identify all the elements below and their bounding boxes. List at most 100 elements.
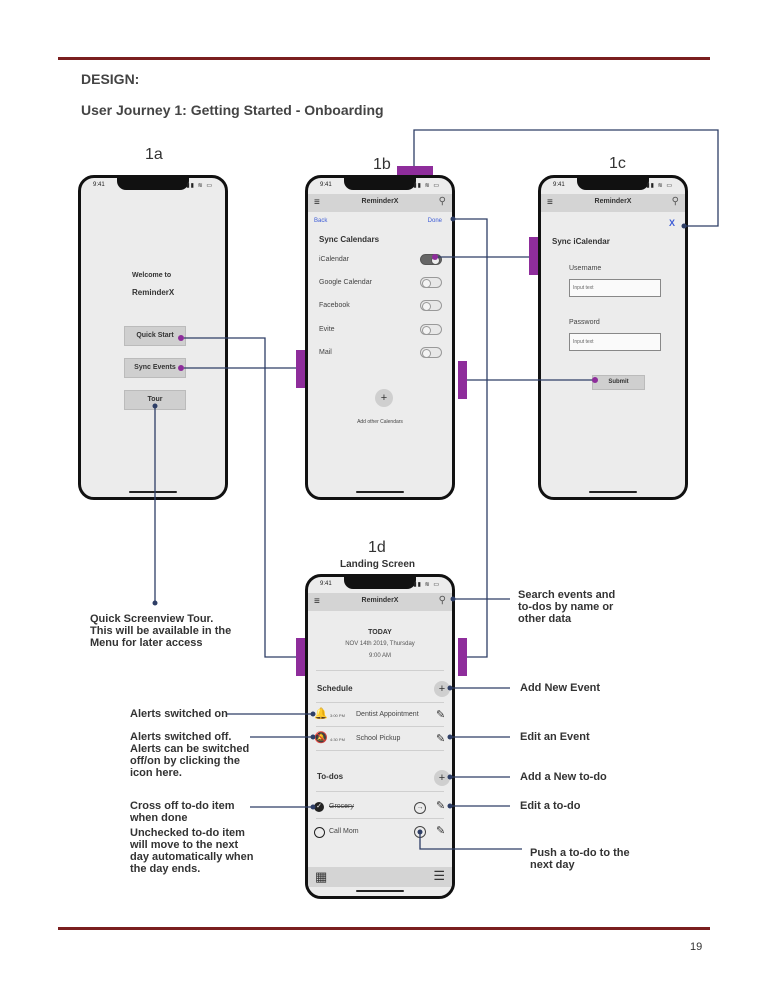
landing-screen-subtitle: Landing Screen bbox=[340, 559, 416, 570]
phone-1c: 9:41 ▮▮ ≋ ▭ ≡ ReminderX ⚲ X Sync iCalend… bbox=[538, 175, 688, 500]
page-number: 19 bbox=[690, 941, 703, 953]
flow-marker-1d-left bbox=[296, 638, 305, 676]
event-time: 4:30 PM bbox=[330, 737, 345, 742]
hamburger-menu-icon[interactable]: ≡ bbox=[314, 197, 320, 208]
divider bbox=[316, 702, 444, 703]
app-bar: ≡ ReminderX ⚲ bbox=[541, 194, 685, 212]
top-rule bbox=[58, 57, 710, 60]
add-todo-plus-icon[interactable]: + bbox=[434, 770, 450, 786]
welcome-text: Welcome to bbox=[132, 272, 172, 279]
app-title: ReminderX bbox=[594, 198, 632, 205]
flow-marker-1b-right bbox=[458, 361, 467, 399]
check-circle-icon[interactable]: ✓ bbox=[314, 802, 324, 812]
status-icons: ▮▮ ≋ ▭ bbox=[646, 183, 673, 189]
todo-title: Grocery bbox=[329, 803, 354, 810]
today-time: 9:00 AM bbox=[368, 653, 391, 659]
sync-calendars-heading: Sync Calendars bbox=[319, 235, 380, 244]
google-calendar-toggle[interactable] bbox=[420, 277, 442, 288]
screen-label-1d: 1d bbox=[368, 539, 386, 556]
todos-heading: To-dos bbox=[317, 772, 344, 781]
flow-marker-1b-top bbox=[397, 166, 433, 175]
flow-marker-1c-left bbox=[529, 237, 538, 275]
annotation-push-todo: Push a to-do to the next day bbox=[530, 847, 630, 871]
calendar-label-icalendar: iCalendar bbox=[319, 256, 349, 263]
screen-label-1c: 1c bbox=[609, 155, 626, 172]
app-title: ReminderX bbox=[361, 597, 399, 604]
username-label: Username bbox=[569, 265, 602, 272]
username-field[interactable]: Input text bbox=[569, 279, 661, 297]
empty-circle-icon[interactable] bbox=[314, 827, 325, 838]
status-time: 9:41 bbox=[320, 182, 332, 188]
arrow-right-circle-icon[interactable]: → bbox=[414, 802, 426, 814]
annotation-edit-todo: Edit a to-do bbox=[520, 800, 581, 812]
password-field[interactable]: Input text bbox=[569, 333, 661, 351]
notch bbox=[344, 577, 416, 589]
sync-events-button[interactable]: Sync Events bbox=[124, 358, 186, 378]
divider bbox=[316, 726, 444, 727]
calendar-label-evite: Evite bbox=[319, 326, 335, 333]
list-icon[interactable]: ☰ bbox=[433, 868, 445, 883]
pencil-icon[interactable]: ✎ bbox=[436, 800, 446, 812]
calendar-grid-icon[interactable]: ▦ bbox=[315, 869, 328, 884]
add-event-plus-icon[interactable]: + bbox=[434, 681, 450, 697]
quick-start-button[interactable]: Quick Start bbox=[124, 326, 186, 346]
calendar-label-mail: Mail bbox=[319, 349, 332, 356]
close-icon[interactable]: X bbox=[668, 218, 675, 228]
sync-icalendar-heading: Sync iCalendar bbox=[552, 237, 610, 246]
home-indicator bbox=[356, 890, 404, 892]
submit-button[interactable]: Submit bbox=[592, 375, 645, 390]
search-icon[interactable]: ⚲ bbox=[438, 595, 446, 606]
app-title: ReminderX bbox=[361, 198, 399, 205]
annotation-edit-event: Edit an Event bbox=[520, 731, 590, 743]
home-indicator bbox=[129, 491, 177, 493]
annotation-search: Search events and to-dos by name or othe… bbox=[518, 589, 616, 625]
pencil-icon[interactable]: ✎ bbox=[436, 733, 446, 745]
calendar-label-google: Google Calendar bbox=[319, 279, 372, 286]
annotation-cross-off: Cross off to-do item when done bbox=[130, 800, 235, 824]
done-link[interactable]: Done bbox=[427, 218, 442, 224]
password-label: Password bbox=[569, 319, 600, 326]
screen-label-1b: 1b bbox=[373, 156, 391, 173]
event-title: Dentist Appointment bbox=[356, 711, 419, 718]
hamburger-menu-icon[interactable]: ≡ bbox=[314, 596, 320, 607]
status-time: 9:41 bbox=[93, 182, 105, 188]
back-link[interactable]: Back bbox=[314, 218, 328, 224]
flow-marker-1b-left bbox=[296, 350, 305, 388]
flow-marker-1d-right bbox=[458, 638, 467, 676]
pencil-icon[interactable]: ✎ bbox=[436, 709, 446, 721]
annotation-alerts-on: Alerts switched on bbox=[130, 708, 228, 720]
section-label: DESIGN: bbox=[81, 71, 140, 87]
schedule-heading: Schedule bbox=[317, 684, 353, 693]
bottom-tab-bar: ▦ ☰ bbox=[308, 867, 452, 887]
calendar-label-facebook: Facebook bbox=[319, 302, 350, 309]
evite-toggle[interactable] bbox=[420, 324, 442, 335]
bell-outline-icon[interactable]: 🔕 bbox=[314, 732, 328, 744]
event-time: 3:00 PM bbox=[330, 713, 345, 718]
event-title: School Pickup bbox=[356, 735, 401, 742]
today-label: TODAY bbox=[368, 629, 392, 636]
mail-toggle[interactable] bbox=[420, 347, 442, 358]
facebook-toggle[interactable] bbox=[420, 300, 442, 311]
divider bbox=[316, 750, 444, 751]
annotation-alerts-off: Alerts switched off. Alerts can be switc… bbox=[130, 731, 250, 779]
divider bbox=[316, 670, 444, 671]
notch bbox=[344, 178, 416, 190]
notch bbox=[577, 178, 649, 190]
status-icons: ▮▮ ≋ ▭ bbox=[186, 183, 213, 189]
add-other-calendars-label: Add other Calendars bbox=[357, 419, 403, 425]
divider bbox=[316, 791, 444, 792]
status-icons: ▮▮ ≋ ▭ bbox=[413, 582, 440, 588]
annotation-unchecked: Unchecked to-do item will move to the ne… bbox=[130, 827, 254, 875]
search-icon[interactable]: ⚲ bbox=[671, 196, 679, 207]
home-indicator bbox=[356, 491, 404, 493]
status-time: 9:41 bbox=[320, 581, 332, 587]
annotation-add-todo: Add a New to-do bbox=[520, 771, 607, 783]
bell-icon[interactable]: 🔔 bbox=[314, 708, 328, 720]
hamburger-menu-icon[interactable]: ≡ bbox=[547, 197, 553, 208]
phone-1b: 9:41 ▮▮ ≋ ▭ ≡ ReminderX ⚲ Back Done Sync… bbox=[305, 175, 455, 500]
search-icon[interactable]: ⚲ bbox=[438, 196, 446, 207]
pencil-icon[interactable]: ✎ bbox=[436, 825, 446, 837]
add-calendar-plus-icon[interactable]: + bbox=[375, 389, 393, 407]
today-date: NOV 14th 2019, Thursday bbox=[345, 641, 415, 647]
